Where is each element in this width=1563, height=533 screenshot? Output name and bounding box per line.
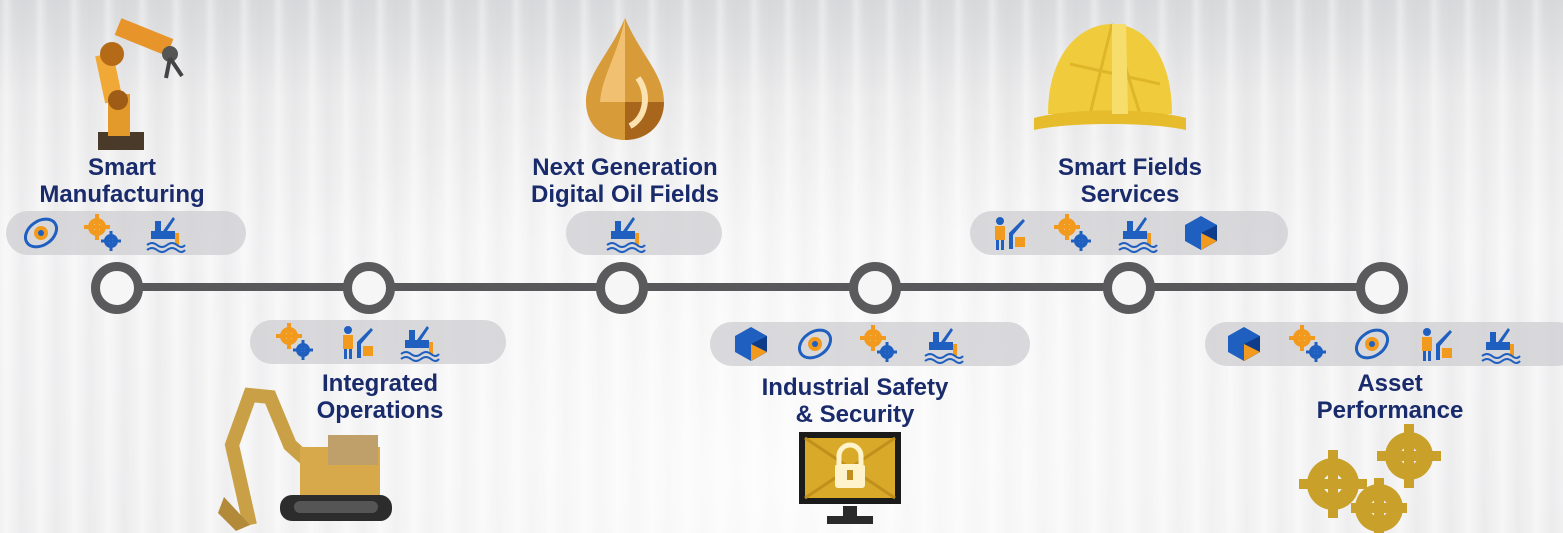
timeline-node-6 xyxy=(1356,262,1408,314)
gears-icon xyxy=(274,322,316,362)
turbine-icon xyxy=(20,213,62,253)
icon-row-industrial-safety xyxy=(710,322,1030,366)
turbine-icon xyxy=(794,324,836,364)
gears-icon xyxy=(1052,213,1094,253)
label-industrial-safety: Industrial Safety& Security xyxy=(761,374,949,428)
lock-monitor-illustration xyxy=(799,432,901,524)
icon-row-integrated-operations xyxy=(250,320,506,364)
offshore-rig-icon xyxy=(398,322,440,362)
timeline-node-4 xyxy=(849,262,901,314)
timeline-node-1 xyxy=(91,262,143,314)
oil-drop-illustration xyxy=(586,18,664,140)
timeline-node-3 xyxy=(596,262,648,314)
icon-row-smart-fields-services xyxy=(970,211,1288,255)
offshore-rig-icon xyxy=(144,213,186,253)
offshore-rig-icon xyxy=(922,324,964,364)
shield-cube-icon xyxy=(730,324,772,364)
gears-icon xyxy=(1287,324,1329,364)
offshore-rig-icon xyxy=(1479,324,1521,364)
gears-icon xyxy=(82,213,124,253)
worker-icon xyxy=(1415,324,1457,364)
worker-icon xyxy=(988,213,1030,253)
icon-row-smart-manufacturing xyxy=(6,211,246,255)
worker-icon xyxy=(336,322,378,362)
timeline-line xyxy=(118,283,1386,291)
icon-row-asset-performance xyxy=(1205,322,1563,366)
timeline-node-5 xyxy=(1103,262,1155,314)
hard-hat-illustration xyxy=(1034,23,1186,130)
shield-cube-icon xyxy=(1223,324,1265,364)
excavator-illustration xyxy=(218,387,392,531)
offshore-rig-icon xyxy=(1116,213,1158,253)
gears-icon xyxy=(858,324,900,364)
shield-cube-icon xyxy=(1180,213,1222,253)
timeline-node-2 xyxy=(343,262,395,314)
icon-row-digital-oil-fields xyxy=(566,211,722,255)
gold-gears-illustration xyxy=(1299,424,1441,533)
robot-arm-illustration xyxy=(95,18,184,150)
turbine-icon xyxy=(1351,324,1393,364)
offshore-rig-icon xyxy=(604,213,646,253)
